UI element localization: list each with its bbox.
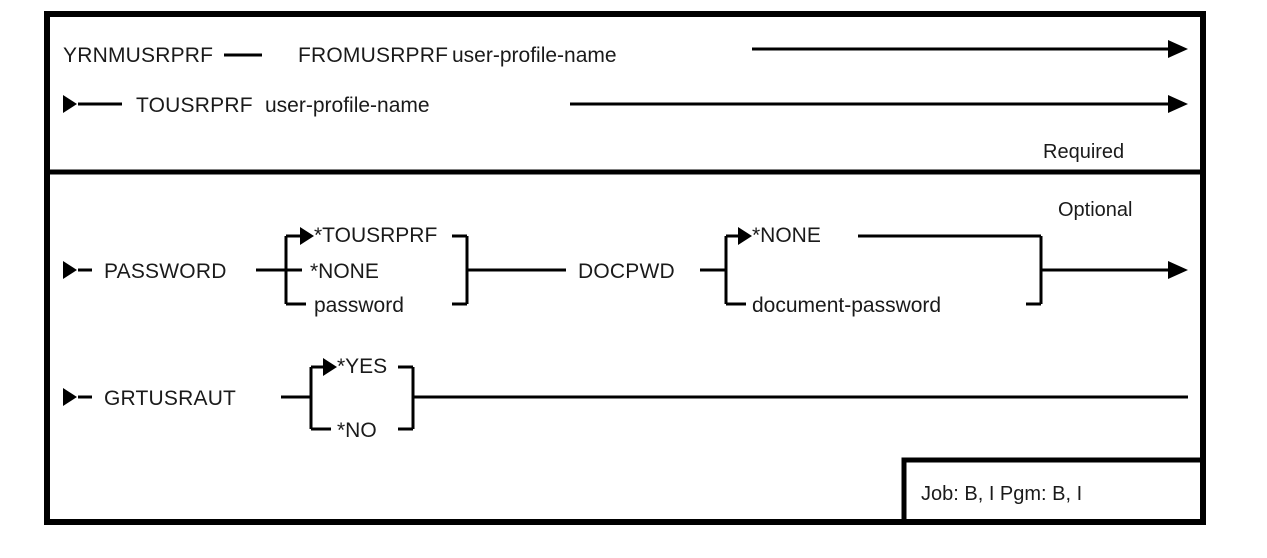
keyword-grtusraut: GRTUSRAUT xyxy=(104,387,236,410)
job-pgm-box-border xyxy=(901,457,1206,525)
choice-password-literal: password xyxy=(314,294,404,317)
arrow-right-icon xyxy=(1168,40,1188,58)
row-grtusraut: GRTUSRAUT *YES *NO xyxy=(63,355,1188,442)
choice-grtusraut-yes: *YES xyxy=(337,355,387,378)
section-note-optional: Optional xyxy=(1058,199,1133,221)
operand-user-profile-name-2: user-profile-name xyxy=(265,94,430,117)
arrow-start-icon xyxy=(63,95,77,113)
row-password: PASSWORD *TOUSRPRF *NONE password xyxy=(63,224,566,317)
arrow-start-icon-4 xyxy=(63,388,77,406)
default-arrow-icon-none xyxy=(738,227,752,245)
row-fromusrprf: YRNMUSRPRF FROMUSRPRF user-profile-name xyxy=(63,40,1188,67)
keyword-fromusrprf: FROMUSRPRF xyxy=(298,44,448,67)
keyword-docpwd: DOCPWD xyxy=(578,260,675,283)
command-name: YRNMUSRPRF xyxy=(63,44,213,67)
choice-password-none: *NONE xyxy=(310,260,379,283)
arrow-start-icon-3 xyxy=(63,261,77,279)
choice-docpwd-none: *NONE xyxy=(752,224,821,247)
diagram-outer-frame xyxy=(44,11,1206,525)
choice-grtusraut-no: *NO xyxy=(337,419,377,442)
row-tousrprf: TOUSRPRF user-profile-name xyxy=(63,94,1188,117)
row-docpwd: DOCPWD *NONE document-password xyxy=(578,224,1188,317)
keyword-tousrprf: TOUSRPRF xyxy=(136,94,253,117)
job-pgm-box: Job: B, I Pgm: B, I xyxy=(901,457,1206,525)
keyword-password: PASSWORD xyxy=(104,260,227,283)
default-arrow-icon-tousrprf xyxy=(300,227,314,245)
arrow-right-icon-3 xyxy=(1168,261,1188,279)
choice-docpwd-document-password: document-password xyxy=(752,294,941,317)
default-arrow-icon-yes xyxy=(323,358,337,376)
arrow-right-icon-2 xyxy=(1168,95,1188,113)
section-note-required: Required xyxy=(1043,141,1124,163)
job-pgm-label: Job: B, I Pgm: B, I xyxy=(921,483,1082,505)
operand-user-profile-name: user-profile-name xyxy=(452,44,617,67)
choice-password-tousrprf: *TOUSRPRF xyxy=(314,224,437,247)
